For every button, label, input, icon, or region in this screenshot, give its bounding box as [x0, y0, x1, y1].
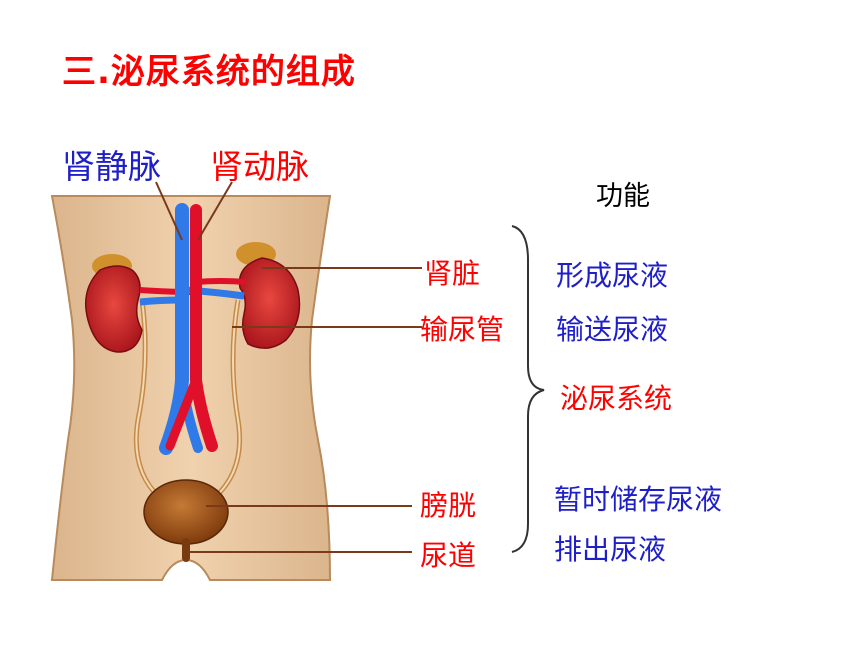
vena-cava-right-branch — [177, 375, 203, 453]
system-label: 泌尿系统 — [560, 382, 673, 415]
system-brace — [511, 225, 545, 553]
function-label-kidney: 形成尿液 — [556, 259, 669, 292]
function-label-bladder: 暂时储存尿液 — [554, 483, 723, 516]
organ-label-urethra: 尿道 — [420, 539, 477, 572]
function-label-ureter: 输送尿液 — [556, 313, 669, 346]
function-label-urethra: 排出尿液 — [554, 533, 667, 566]
right-ureter-inner — [213, 299, 241, 499]
organ-label-ureter: 输尿管 — [420, 313, 505, 346]
renal-artery-label: 肾动脉 — [210, 147, 309, 186]
aorta-left-branch — [165, 375, 201, 451]
left-kidney — [85, 265, 143, 353]
artery-pointer-line — [197, 181, 233, 241]
renal-vein-label: 肾静脉 — [62, 147, 161, 186]
vein-pointer-line — [155, 181, 183, 241]
function-heading: 功能 — [596, 181, 650, 212]
right-renal-artery — [195, 278, 247, 285]
organ-label-kidney: 肾脏 — [424, 257, 481, 290]
page-title: 三.泌尿系统的组成 — [62, 52, 356, 92]
bladder — [143, 479, 229, 545]
left-ureter-inner — [135, 299, 161, 499]
organ-label-bladder: 膀胱 — [420, 489, 477, 522]
right-kidney — [238, 257, 301, 349]
